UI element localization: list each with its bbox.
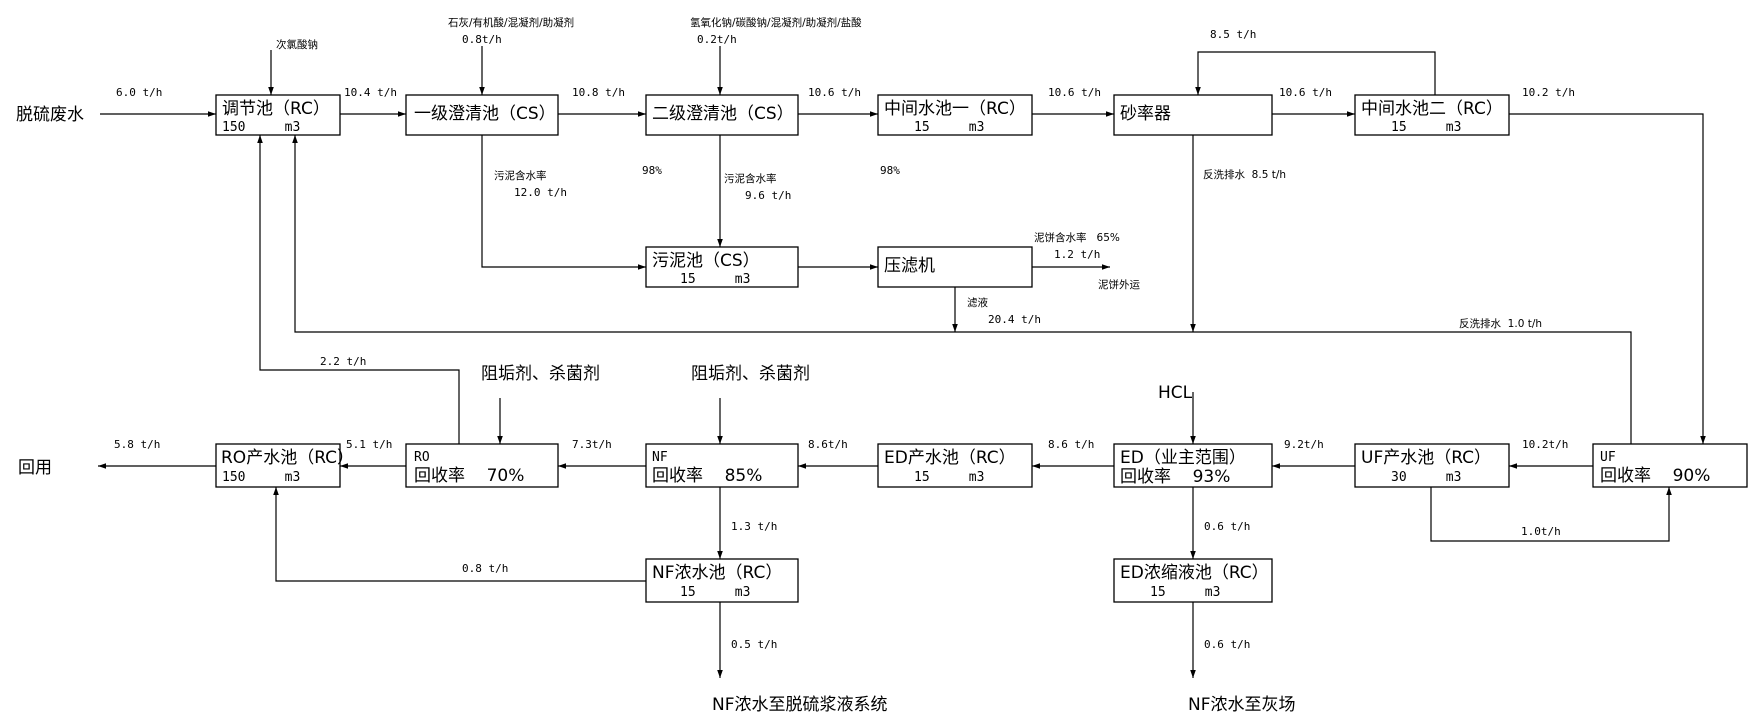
box-title: 调节池（RC） xyxy=(222,99,330,119)
box-zhongjian1: 中间水池一（RC） 15 m3 xyxy=(877,94,1033,136)
box-yalvji: 压滤机 xyxy=(877,246,1033,288)
hcl-label: HCL xyxy=(1158,383,1193,403)
naclo-label: 次氯酸钠 xyxy=(276,38,318,51)
io-labels: 脱硫废水 回用 NF浓水至脱硫浆液系统 NF浓水至灰场 xyxy=(16,105,1296,715)
box-title: 砂率器 xyxy=(1120,104,1171,124)
flow-label: 8.5 t/h xyxy=(1210,28,1256,41)
box-ro: RO 回收率 70% xyxy=(405,443,559,488)
box-volume: 15 m3 xyxy=(914,120,984,135)
box-chengqing1: 一级澄清池（CS） xyxy=(405,94,559,136)
box-title: NF浓水池（RC） xyxy=(652,563,782,583)
flow-label: 10.6 t/h xyxy=(1048,86,1101,99)
box-title: UF xyxy=(1600,450,1616,465)
box-volume: 15 m3 xyxy=(680,585,750,600)
box-title: 中间水池一（RC） xyxy=(884,99,1026,119)
flow-label: 10.6 t/h xyxy=(1279,86,1332,99)
box-title: 中间水池二（RC） xyxy=(1361,99,1503,119)
box-ed-conc: ED浓缩液池（RC） 15 m3 xyxy=(1113,558,1273,603)
box-volume: 15 m3 xyxy=(1391,120,1461,135)
flow-labels: 6.0 t/h 10.4 t/h 10.8 t/h 10.6 t/h 10.6 … xyxy=(114,28,1575,651)
nf-antiscalant-label: 阻垢剂、杀菌剂 xyxy=(691,364,810,384)
box-ed: ED（业主范围） 回收率 93% xyxy=(1113,443,1273,488)
flow-label: 1.0t/h xyxy=(1521,525,1561,538)
dose2-label: 氢氧化钠/碳酸钠/混凝剂/助凝剂/盐酸 xyxy=(690,16,862,29)
flow-label: 8.6 t/h xyxy=(1048,438,1094,451)
flow-label: 1.3 t/h xyxy=(731,520,777,533)
flow-label: 8.6t/h xyxy=(808,438,848,451)
box-volume: 15 m3 xyxy=(1150,585,1220,600)
flow-label: 10.2t/h xyxy=(1522,438,1568,451)
reuse-label: 回用 xyxy=(18,458,52,478)
box-title: UF产水池（RC） xyxy=(1361,448,1491,468)
box-ed-product: ED产水池（RC） 15 m3 xyxy=(877,443,1033,488)
backwash-label: 反洗排水 8.5 t/h xyxy=(1203,168,1286,181)
box-shalvqi: 砂率器 xyxy=(1113,94,1273,136)
backwash-label: 反洗排水 1.0 t/h xyxy=(1459,317,1542,330)
ed-outlet-label: NF浓水至灰场 xyxy=(1188,695,1296,715)
raw-water-label: 脱硫废水 xyxy=(16,105,84,125)
ro-antiscalant-label: 阻垢剂、杀菌剂 xyxy=(481,364,600,384)
box-title: ED浓缩液池（RC） xyxy=(1120,563,1269,583)
flow-label: 7.3t/h xyxy=(572,438,612,451)
flow-label: 10.4 t/h xyxy=(344,86,397,99)
box-uf: UF 回收率 90% xyxy=(1592,443,1748,488)
flow-label: 10.6 t/h xyxy=(808,86,861,99)
box-volume: 30 m3 xyxy=(1391,470,1461,485)
dose1-label: 石灰/有机酸/混凝剂/助凝剂 xyxy=(448,16,574,29)
box-recovery: 回收率 85% xyxy=(652,466,762,486)
box-nf: NF 回收率 85% xyxy=(645,443,799,488)
flow-lines xyxy=(98,46,1706,678)
flow-label: 12.0 t/h xyxy=(514,186,567,199)
box-volume: 150 m3 xyxy=(222,470,300,485)
flow-label: 0.5 t/h xyxy=(731,638,777,651)
flow-label: 10.8 t/h xyxy=(572,86,625,99)
percent-label: 98% xyxy=(880,164,900,177)
flow-label: 0.8 t/h xyxy=(462,562,508,575)
cake-out-label: 泥饼外运 xyxy=(1098,278,1140,291)
flow-label: 9.2t/h xyxy=(1284,438,1324,451)
box-title: ED产水池（RC） xyxy=(884,448,1016,468)
box-wunichi: 污泥池（CS） 15 m3 xyxy=(645,246,799,288)
nf-outlet-label: NF浓水至脱硫浆液系统 xyxy=(712,695,888,715)
flow-label: 5.1 t/h xyxy=(346,438,392,451)
box-volume: 150 m3 xyxy=(222,120,300,135)
flow-label: 1.2 t/h xyxy=(1054,248,1100,261)
box-title: 一级澄清池（CS） xyxy=(414,104,556,124)
filtrate-label: 滤液 xyxy=(967,296,988,309)
flow-label: 10.2 t/h xyxy=(1522,86,1575,99)
box-ro-product: RO产水池（RC） 150 m3 xyxy=(215,443,354,488)
box-title: 压滤机 xyxy=(884,256,935,276)
box-tiaojie: 调节池（RC） 150 m3 xyxy=(215,94,341,136)
flow-label: 6.0 t/h xyxy=(116,86,162,99)
box-title: NF xyxy=(652,450,668,465)
flow-label: 2.2 t/h xyxy=(320,355,366,368)
box-title: ED（业主范围） xyxy=(1120,448,1246,468)
flow-label: 0.6 t/h xyxy=(1204,638,1250,651)
dose1-rate: 0.8t/h xyxy=(462,33,502,46)
dose2-rate: 0.2t/h xyxy=(697,33,737,46)
box-volume: 15 m3 xyxy=(914,470,984,485)
flow-label: 5.8 t/h xyxy=(114,438,160,451)
box-uf-product: UF产水池（RC） 30 m3 xyxy=(1354,443,1510,488)
flow-label: 0.6 t/h xyxy=(1204,520,1250,533)
sludge-label: 污泥含水率 xyxy=(494,169,547,182)
flow-label: 20.4 t/h xyxy=(988,313,1041,326)
box-recovery: 回收率 93% xyxy=(1120,467,1230,487)
chemical-labels: 次氯酸钠 石灰/有机酸/混凝剂/助凝剂 0.8t/h 氢氧化钠/碳酸钠/混凝剂/… xyxy=(276,16,1193,403)
box-title: 二级澄清池（CS） xyxy=(652,104,794,124)
box-chengqing2: 二级澄清池（CS） xyxy=(645,94,799,136)
box-recovery: 回收率 90% xyxy=(1600,466,1710,486)
percent-label: 98% xyxy=(642,164,662,177)
box-title: 污泥池（CS） xyxy=(652,251,760,271)
box-volume: 15 m3 xyxy=(680,272,750,287)
box-title: RO xyxy=(414,450,430,465)
box-title: RO产水池（RC） xyxy=(221,448,354,468)
box-recovery: 回收率 70% xyxy=(414,466,524,486)
box-zhongjian2: 中间水池二（RC） 15 m3 xyxy=(1354,94,1510,136)
flow-label: 9.6 t/h xyxy=(745,189,791,202)
cake-label: 泥饼含水率 65% xyxy=(1034,231,1120,244)
box-nf-conc: NF浓水池（RC） 15 m3 xyxy=(645,558,799,603)
sludge-label: 污泥含水率 xyxy=(724,172,777,185)
